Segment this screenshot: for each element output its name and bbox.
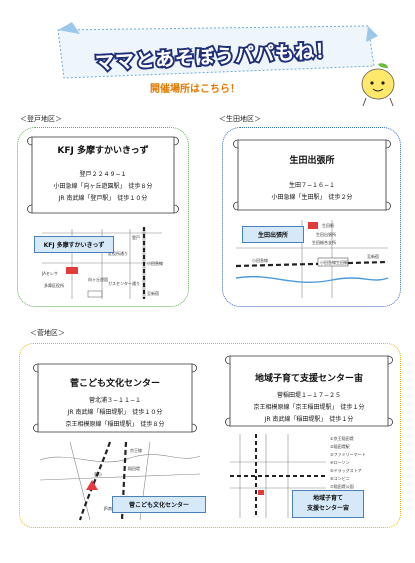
kfj-map-text: 区役所通り (108, 250, 128, 256)
suge-center-map-text: 京王線 (130, 447, 142, 453)
ikuta-map-text: 至新宿 (367, 253, 379, 259)
tsubomi-scroll-frame (225, 355, 393, 427)
banner-subtitle: 開催場所はこちら！ (150, 84, 240, 95)
ikuta-map-text: 生田総合支所 (312, 239, 336, 245)
title-banner (57, 22, 378, 79)
kfj-location-marker (66, 267, 78, 274)
tsubomi-name: 地域子育て支援センター宙 (254, 374, 363, 384)
suge-center-map-text: 稲田堤 (128, 465, 140, 471)
tsubomi-map: ①京王稲田堤 ②稲田堤駅 ③ファミリーマート ④ローソン ⑤ドラッグストア ⑥コ… (230, 434, 366, 518)
kfj-access-1: 小田急線「向ヶ丘遊園駅」 徒歩８分 (53, 183, 153, 190)
tsubomi-map-legend: ⑦稲田堤公園 (330, 483, 354, 489)
kfj-scroll-frame (27, 136, 179, 214)
tsubomi-access-1: 京王相模原線「京王稲田堤駅」 徒歩１分 (253, 404, 365, 411)
kfj-map-text: 登戸 (132, 234, 140, 240)
suge-center-map-label: 菅こども文化センター (112, 496, 206, 513)
suge-center-scroll-frame (33, 363, 197, 433)
ikuta-map-text: 生田出張所 (316, 231, 336, 237)
tsubomi-map-label-line-1: 地域子育て (312, 495, 343, 502)
tsubomi-map-legend: ④ローソン (330, 460, 350, 465)
kfj-address: 登戸２２４９−１ (79, 171, 127, 178)
ikuta-map-text: 小田急線 (252, 257, 268, 263)
kfj-card (17, 127, 189, 307)
suge-center-address: 菅北浦３−１１−１ (88, 397, 142, 404)
tsubomi-map-legend: ①京王稲田堤 (330, 435, 354, 441)
region-label-ikuta: ＜生田地区＞ (219, 115, 261, 123)
kfj-map-text: JAセレサ (41, 271, 58, 276)
ikuta-card (222, 127, 401, 307)
tsubomi-location-marker (258, 490, 264, 495)
region-label-noborito: ＜登戸地区＞ (20, 115, 62, 123)
kfj-map-text: 多摩区役所 (44, 282, 64, 288)
suge-center-name: 菅こども文化センター (69, 379, 160, 389)
ikuta-map-text: 小田急線生田駅 (320, 259, 348, 265)
ikuta-address: 生田７−１６−１ (288, 182, 336, 189)
kfj-access-2: JR 南武線「登戸駅」 徒歩１０分 (58, 195, 148, 202)
kfj-name: KFJ 多摩すかいきっず (57, 146, 149, 156)
kfj-map-label: KFJ 多摩すかいきっず (34, 236, 114, 253)
ikuta-scroll-frame (233, 139, 391, 211)
suge-center-location-marker (86, 480, 98, 490)
ikuta-map-label: 生田出張所 (242, 226, 304, 243)
kfj-map-text: 向ヶ丘遊園 (88, 276, 108, 282)
tsubomi-map-label-line-2: 支援センター宙 (306, 505, 349, 512)
tsubomi-map-legend: ②稲田堤駅 (330, 443, 350, 449)
ikuta-name: 生田出張所 (289, 156, 335, 166)
tsubomi-address: 菅稲田堤１−１７−２５ (276, 392, 342, 399)
kfj-map-text: 小田急線 (147, 260, 163, 266)
region-label-suge: ＜菅地区＞ (30, 329, 65, 337)
ikuta-location-marker (308, 222, 318, 229)
suge-center-map-text: 菅小 (94, 471, 102, 477)
tsubomi-access-2: JR 南武線「稲田堤駅」 徒歩１分 (264, 416, 354, 423)
tsubomi-map-legend: ⑥コンビニ (330, 475, 350, 481)
ikuta-map-text: 生田駅 (322, 222, 334, 228)
kfj-map: 登戸 JAセレサ 多摩区役所 小田急線 至新宿 向ヶ丘遊園 ガスセンター通り 区… (41, 227, 163, 299)
tsubomi-map-legend: ③ファミリーマート (330, 452, 366, 457)
suge-center-access-2: 京王相模原線「稲田堤駅」 徒歩８分 (65, 421, 165, 428)
suge-center-access-1: JR 南武線「稲田堤駅」 徒歩１０分 (67, 409, 163, 416)
kfj-map-text: 至新宿 (147, 290, 159, 296)
tsubomi-map-label: 地域子育て 支援センター宙 (292, 490, 364, 518)
ikuta-access-1: 小田急線「生田駅」 徒歩２分 (271, 194, 353, 201)
ikuta-map: 生田駅 小田急線 生田総合支所 至新宿 小田急線生田駅 生田出張所 (235, 220, 389, 298)
tsubomi-map-legend: ⑤ドラッグストア (330, 467, 362, 473)
lemon-mascot-icon (361, 63, 395, 107)
kfj-map-text: ガスセンター通り (108, 280, 140, 286)
suge-area (19, 343, 401, 528)
